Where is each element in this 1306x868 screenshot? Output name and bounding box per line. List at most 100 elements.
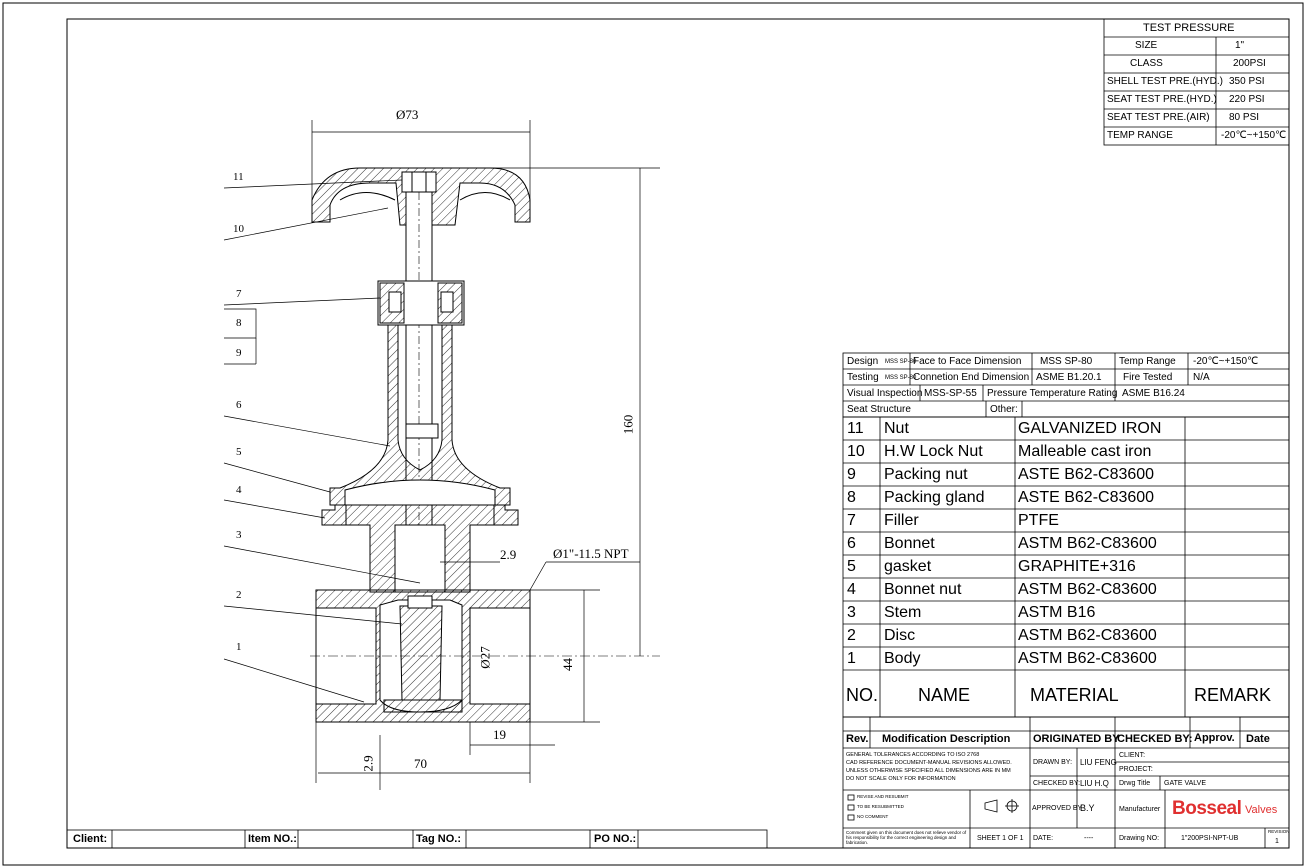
tb-checked-by: CHECKED BY: — [1117, 733, 1193, 745]
bom-material-5: GRAPHITE+316 — [1018, 558, 1136, 575]
tb-originated-by: ORIGINATED BY — [1033, 733, 1120, 745]
tp-temp-value: -20℃~+150℃ — [1221, 130, 1287, 141]
title-block-grid — [842, 716, 1290, 849]
std-fire-label: Fire Tested — [1123, 372, 1173, 383]
gate-valve-section — [223, 120, 660, 790]
bonnet — [329, 324, 511, 506]
leader-lines — [223, 179, 421, 703]
bom-material-1: ASTM B62-C83600 — [1018, 650, 1157, 667]
bom-header-remark: REMARK — [1194, 685, 1272, 705]
bom-material-11: GALVANIZED IRON — [1018, 420, 1162, 437]
test-pressure-grid — [1103, 18, 1290, 146]
std-fire-value: N/A — [1193, 372, 1210, 383]
footer-item-no: Item NO.: — [248, 833, 297, 845]
balloon-9: 9 — [236, 347, 242, 359]
tb-drawing-no-label: Drawing NO: — [1119, 835, 1160, 842]
balloon-10: 10 — [233, 223, 244, 235]
bom-no-1: 1 — [847, 650, 856, 667]
balloon-4: 4 — [236, 484, 242, 496]
test-pressure-title: TEST PRESSURE — [1143, 22, 1235, 34]
std-design-label: Design — [847, 356, 879, 367]
std-seat-label: Seat Structure — [847, 404, 911, 415]
tb-approved-by: B.Y — [1080, 803, 1095, 813]
bom-material-3: ASTM B16 — [1018, 604, 1096, 621]
footer-grid — [66, 829, 768, 849]
tb-date-label: DATE: — [1033, 835, 1054, 842]
tb-drawn-by-label: DRAWN BY: — [1033, 759, 1073, 766]
dim-44: 44 — [560, 658, 575, 671]
bom-material-2: ASTM B62-C83600 — [1018, 627, 1157, 644]
tb-checkbox-notes: REVISE AND RESUBMIT TO BE RESUBMITTED NO… — [857, 794, 967, 824]
footer-client: Client: — [73, 833, 108, 845]
tp-size-label: SIZE — [1135, 40, 1158, 51]
checkbox-note: TO BE RESUBMITTED — [857, 804, 904, 809]
nut — [401, 171, 437, 193]
tp-seat-hyd-label: SEAT TEST PRE.(HYD.) — [1107, 94, 1217, 105]
std-other-label: Other: — [990, 404, 1018, 415]
tb-project-label: PROJECT: — [1119, 766, 1153, 773]
bom-name-2: Disc — [884, 627, 916, 644]
tp-size-value: 1" — [1235, 40, 1245, 51]
std-testing-label: Testing — [847, 372, 879, 383]
std-f2f-value: MSS SP-80 — [1040, 356, 1093, 367]
tolerance-line: DO NOT SCALE ONLY FOR INFORMATION — [846, 776, 956, 782]
dim-thread: Ø1"-11.5 NPT — [553, 546, 629, 561]
balloon-8: 8 — [236, 317, 242, 329]
dim-2-9-bottom: 2.9 — [360, 755, 376, 772]
tb-rev: Rev. — [846, 733, 869, 745]
dim-70: 70 — [414, 756, 427, 771]
balloon-5: 5 — [236, 446, 242, 458]
footer-tag-no: Tag NO.: — [416, 833, 462, 845]
bom-material-6: ASTM B62-C83600 — [1018, 535, 1157, 552]
tb-checked-by-value: LIU H.Q — [1080, 779, 1109, 788]
tb-drawing-no: 1"200PSI-NPT-UB — [1181, 835, 1239, 842]
std-design-code: MSS SP-80 — [885, 359, 917, 365]
bom-header-material: MATERIAL — [1030, 685, 1119, 705]
bom-no-2: 2 — [847, 627, 856, 644]
bom-name-7: Filler — [884, 512, 919, 529]
tb-drwg-title: GATE VALVE — [1164, 780, 1207, 787]
tb-disclaimer: Comment given on this document does not … — [846, 830, 967, 846]
std-ptr-value: ASME B16.24 — [1122, 388, 1185, 399]
std-conn-label: Connetion End Dimension — [913, 372, 1030, 383]
bom-no-9: 9 — [847, 466, 856, 483]
std-temp-label: Temp Range — [1119, 356, 1176, 367]
balloon-11: 11 — [233, 171, 244, 183]
tp-shell-label: SHELL TEST PRE.(HYD.) — [1107, 76, 1223, 87]
bom-name-1: Body — [884, 650, 921, 667]
bom-material-4: ASTM B62-C83600 — [1018, 581, 1157, 598]
tb-date: Date — [1246, 733, 1270, 745]
tolerance-line: CAD REFERENCE DOCUMENT-MANUAL REVISIONS … — [846, 760, 1012, 766]
bom-no-10: 10 — [847, 443, 865, 460]
bom-no-5: 5 — [847, 558, 856, 575]
tb-checked-by-label: CHECKED BY: — [1033, 780, 1081, 787]
tb-drawn-by: LIU FENG — [1080, 758, 1117, 767]
bom-name-5: gasket — [884, 558, 932, 575]
bom-name-3: Stem — [884, 604, 922, 621]
tp-shell-value: 350 PSI — [1229, 76, 1265, 87]
tb-drwg-title-label: Drwg Title — [1119, 780, 1151, 787]
bom-no-11: 11 — [847, 420, 864, 437]
bom-no-7: 7 — [847, 512, 856, 529]
dim-19: 19 — [493, 727, 506, 742]
checkbox-note: REVISE AND RESUBMIT — [857, 794, 909, 799]
balloon-6: 6 — [236, 399, 242, 411]
tp-seat-air-label: SEAT TEST PRE.(AIR) — [1107, 112, 1210, 123]
bom-header-name: NAME — [918, 685, 971, 705]
std-ptr-label: Pressure Temperature Rating — [987, 388, 1118, 399]
bom-name-9: Packing nut — [884, 466, 968, 483]
tb-client-label: CLIENT: — [1119, 752, 1146, 759]
bom-no-6: 6 — [847, 535, 856, 552]
std-f2f-label: Face to Face Dimension — [913, 356, 1022, 367]
std-testing-code: MSS SP-80 — [885, 375, 917, 381]
dimension-lines — [311, 120, 660, 790]
bom-name-10: H.W Lock Nut — [884, 443, 983, 460]
tp-class-label: CLASS — [1130, 58, 1163, 69]
checkbox-note: NO COMMENT — [857, 814, 889, 819]
tb-tolerances: GENERAL TOLERANCES ACCORDING TO ISO 2768… — [846, 751, 1012, 783]
bom-no-8: 8 — [847, 489, 856, 506]
dim-27: Ø27 — [477, 646, 493, 669]
bom-no-3: 3 — [847, 604, 856, 621]
tolerance-line: UNLESS OTHERWISE SPECIFIED ALL DIMENSION… — [846, 768, 1011, 774]
